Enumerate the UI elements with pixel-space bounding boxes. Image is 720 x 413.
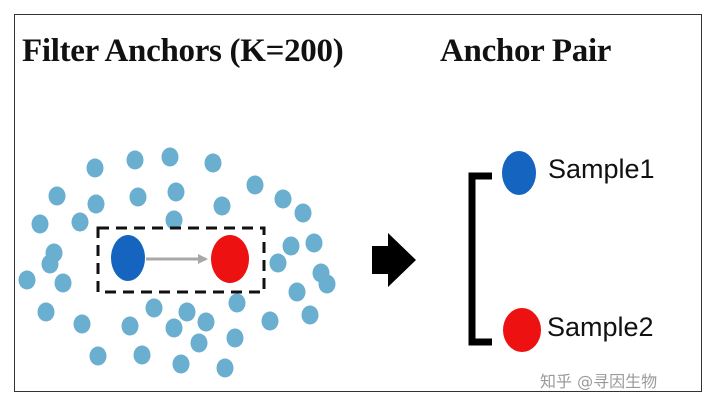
- pair-bracket: [468, 172, 492, 346]
- watermark: 知乎 @寻因生物: [540, 372, 658, 391]
- anchor-cell-sample2: [211, 235, 249, 283]
- cell-point: [226, 328, 244, 348]
- cell-point: [282, 236, 300, 256]
- cell-point: [301, 305, 319, 325]
- cell-point: [161, 147, 179, 167]
- cell-point: [274, 189, 292, 209]
- cell-point: [294, 203, 312, 223]
- cell-point: [190, 333, 208, 353]
- cell-point: [41, 254, 59, 274]
- cell-point: [18, 270, 36, 290]
- filter-anchors-title: Filter Anchors (K=200): [22, 33, 344, 69]
- cell-point: [71, 212, 89, 232]
- anchor-cell-sample1: [111, 235, 145, 281]
- cell-point: [246, 175, 264, 195]
- anchor-selection-box: [96, 226, 266, 294]
- cell-point: [165, 318, 183, 338]
- cell-point: [204, 153, 222, 173]
- sample1-dot: [502, 151, 536, 195]
- cell-point: [165, 210, 183, 230]
- cell-point: [318, 274, 336, 294]
- sample2-label: Sample2: [547, 312, 654, 342]
- cell-point: [31, 214, 49, 234]
- cell-point: [178, 302, 196, 322]
- cell-point: [213, 196, 231, 216]
- cell-point: [87, 194, 105, 214]
- cell-point: [261, 311, 279, 331]
- cell-point: [48, 186, 66, 206]
- cell-point: [197, 312, 215, 332]
- cell-point: [121, 316, 139, 336]
- cell-point: [89, 346, 107, 366]
- sample1-label: Sample1: [548, 154, 655, 184]
- cell-point: [145, 298, 163, 318]
- cell-point: [133, 345, 151, 365]
- cell-point: [172, 354, 190, 374]
- cell-point: [305, 233, 323, 253]
- anchor-pair-title: Anchor Pair: [440, 33, 612, 69]
- cell-point: [73, 314, 91, 334]
- cell-point: [126, 150, 144, 170]
- cell-point: [86, 158, 104, 178]
- cell-point: [216, 358, 234, 378]
- cell-point-cloud: [18, 147, 336, 378]
- cell-point: [288, 282, 306, 302]
- cell-point: [228, 293, 246, 313]
- cell-point: [167, 182, 185, 202]
- right-arrow-icon: [372, 233, 416, 287]
- sample2-dot: [503, 308, 541, 352]
- cell-point: [129, 187, 147, 207]
- cell-point: [54, 273, 72, 293]
- cell-point: [37, 302, 55, 322]
- cell-point: [269, 253, 287, 273]
